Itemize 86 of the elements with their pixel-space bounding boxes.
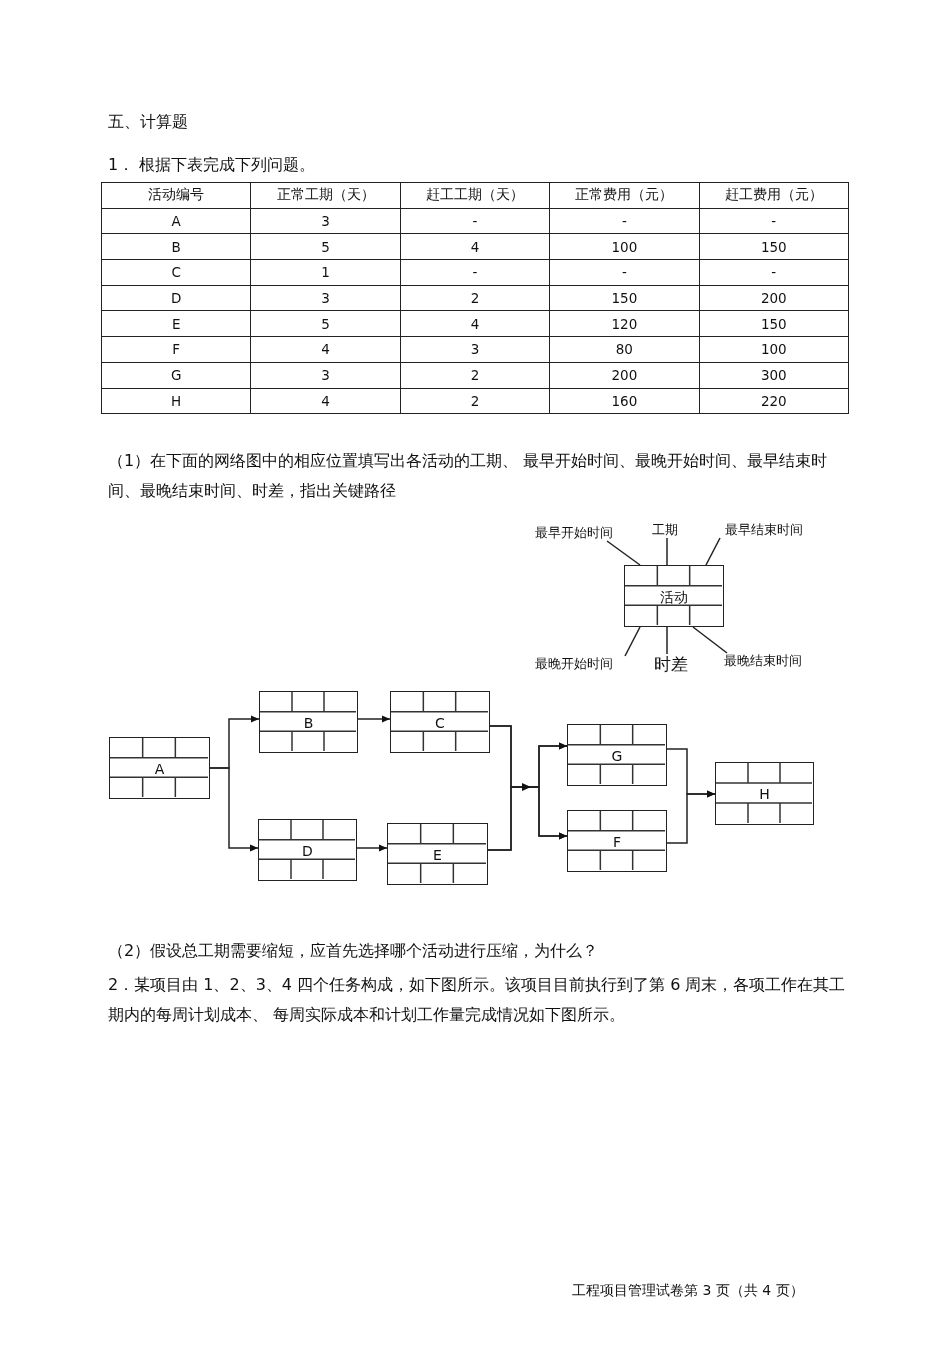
table-cell: - bbox=[400, 208, 550, 234]
activity-name: A bbox=[153, 759, 166, 778]
table-cell: 150 bbox=[699, 233, 849, 260]
activity-box bbox=[387, 823, 488, 885]
table-cell: 2 bbox=[400, 362, 550, 388]
leader-line bbox=[692, 626, 728, 654]
table-cell: 220 bbox=[699, 388, 849, 414]
table-cell: - bbox=[549, 208, 700, 234]
table-cell: 5 bbox=[250, 233, 401, 260]
activity-box bbox=[567, 810, 667, 872]
leader-label: 时差 bbox=[654, 654, 688, 674]
table-cell: D bbox=[101, 285, 251, 311]
activity-name: G bbox=[610, 746, 624, 765]
table-cell: 4 bbox=[400, 233, 550, 260]
table-cell: 3 bbox=[250, 208, 401, 234]
activity-box bbox=[258, 819, 357, 881]
table-cell: 200 bbox=[549, 362, 700, 388]
arrow bbox=[356, 844, 388, 852]
activity-box bbox=[390, 691, 490, 753]
activity-name: E bbox=[432, 845, 443, 864]
table-cell: A bbox=[101, 208, 251, 234]
activity-box bbox=[567, 724, 667, 786]
arrow bbox=[209, 767, 259, 852]
table-cell: 3 bbox=[400, 336, 550, 363]
table-cell: E bbox=[101, 310, 251, 337]
header-cell: 活动编号 bbox=[101, 182, 251, 209]
table-cell: G bbox=[101, 362, 251, 388]
leader-label: 最早结束时间 bbox=[725, 522, 803, 538]
table-cell: 150 bbox=[699, 310, 849, 337]
table-cell: B bbox=[101, 233, 251, 260]
arrow bbox=[666, 790, 716, 844]
table-cell: - bbox=[699, 208, 849, 234]
question-text: （1）在下面的网络图中的相应位置填写出各活动的工期、 最早开始时间、最晚开始时间、最早结束时间、最晚结束时间、时差，指出关键路径 bbox=[108, 450, 829, 502]
activity-box bbox=[715, 762, 814, 825]
table-cell: 4 bbox=[250, 336, 401, 363]
activity-name: F bbox=[611, 832, 623, 851]
activity-box bbox=[259, 691, 358, 753]
question-text: 1． 根据下表完成下列问题。 bbox=[108, 154, 316, 176]
table-cell: 3 bbox=[250, 285, 401, 311]
table-cell: 2 bbox=[400, 285, 550, 311]
table-cell: 4 bbox=[250, 388, 401, 414]
table-cell: 160 bbox=[549, 388, 700, 414]
activity-name: H bbox=[758, 785, 771, 803]
activity-name: 活动 bbox=[659, 587, 689, 606]
table-cell: H bbox=[101, 388, 251, 414]
activity-box bbox=[109, 737, 210, 799]
table-cell: 100 bbox=[699, 336, 849, 363]
activity-name: B bbox=[302, 713, 315, 732]
leader-label: 工期 bbox=[652, 522, 678, 538]
question-text: （2）假设总工期需要缩短，应首先选择哪个活动进行压缩，为什么？ bbox=[108, 940, 600, 962]
table-cell: C bbox=[101, 259, 251, 286]
table-cell: 1 bbox=[250, 259, 401, 286]
activity-name: D bbox=[301, 841, 314, 860]
leader-line bbox=[666, 537, 668, 566]
arrow bbox=[487, 786, 568, 851]
table-cell: 3 bbox=[250, 362, 401, 388]
table-cell: 4 bbox=[400, 310, 550, 337]
table-cell: - bbox=[549, 259, 700, 286]
header-cell: 正常费用（元） bbox=[549, 182, 700, 209]
header-cell: 赶工费用（元） bbox=[699, 182, 849, 209]
leader-line bbox=[705, 537, 721, 566]
leader-label: 最晚结束时间 bbox=[724, 653, 802, 669]
table-cell: F bbox=[101, 336, 251, 363]
leader-line bbox=[606, 540, 641, 566]
section-heading: 五、计算题 bbox=[108, 111, 188, 133]
leader-label: 最早开始时间 bbox=[535, 525, 613, 541]
table-cell: 5 bbox=[250, 310, 401, 337]
table-cell: - bbox=[400, 259, 550, 286]
activity-name: C bbox=[434, 713, 446, 732]
leader-label: 最晚开始时间 bbox=[535, 656, 613, 672]
table-cell: 200 bbox=[699, 285, 849, 311]
leader-line bbox=[624, 626, 641, 657]
leader-line bbox=[666, 626, 668, 655]
table-cell: 2 bbox=[400, 388, 550, 414]
table-cell: 120 bbox=[549, 310, 700, 337]
activity-box bbox=[624, 565, 724, 627]
header-cell: 正常工期（天） bbox=[250, 182, 401, 209]
table-cell: 150 bbox=[549, 285, 700, 311]
table-cell: 300 bbox=[699, 362, 849, 388]
table-cell: - bbox=[699, 259, 849, 286]
page-footer: 工程项目管理试卷第 3 页（共 4 页） bbox=[572, 1275, 804, 1305]
arrow bbox=[357, 715, 391, 723]
table-cell: 100 bbox=[549, 233, 700, 260]
table-cell: 80 bbox=[549, 336, 700, 363]
header-cell: 赶工工期（天） bbox=[400, 182, 550, 209]
question-text: 2．某项目由 1、2、3、4 四个任务构成，如下图所示。该项目目前执行到了第 6 周末，各项工作在其工期内的每周计划成本、 每周实际成本和计划工作量完成情况如下图所示。 bbox=[108, 974, 847, 1026]
